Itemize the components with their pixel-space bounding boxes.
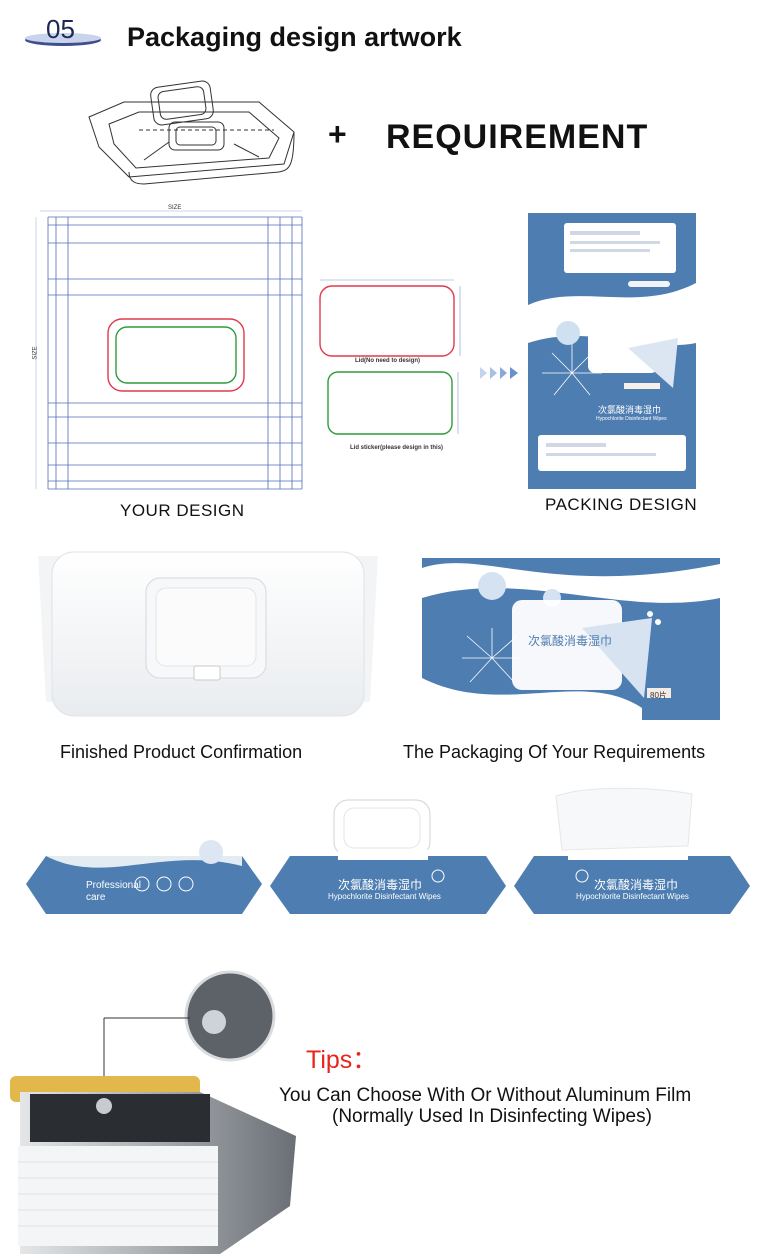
page-title: Packaging design artwork bbox=[127, 22, 462, 52]
requirements-caption: The Packaging Of Your Requirements bbox=[403, 742, 706, 762]
packing-design-flat bbox=[528, 213, 696, 489]
custom-pack-cn-name: 次氯酸消毒湿巾 bbox=[528, 634, 613, 648]
size-marker-left: SIZE bbox=[32, 346, 39, 360]
pack-closed bbox=[24, 826, 264, 941]
lid-sticker-outline bbox=[320, 368, 464, 445]
tips-title: Tips： bbox=[306, 1046, 378, 1074]
packing-en-name: Hypochlorite Disinfectant Wipes bbox=[596, 416, 667, 422]
pack-closed-care: care bbox=[86, 892, 106, 903]
lid-label: Lid(No need to design) bbox=[355, 358, 420, 364]
lid-sticker-label: Lid sticker(please design in this) bbox=[350, 445, 444, 451]
pack-lid-open bbox=[268, 790, 508, 941]
packing-cn-name: 次氯酸消毒湿巾 bbox=[598, 405, 662, 415]
section-number-badge bbox=[22, 16, 104, 50]
tips-line-2: (Normally Used In Disinfecting Wipes) bbox=[332, 1106, 652, 1127]
pack-pulled-en-name: Hypochlorite Disinfectant Wipes bbox=[576, 892, 689, 901]
pack-line-drawing bbox=[84, 72, 304, 197]
requirement-heading: REQUIREMENT bbox=[386, 118, 649, 156]
size-marker-top: SIZE bbox=[168, 205, 182, 211]
pack-closed-professional: Professional bbox=[86, 880, 142, 891]
section-number: 05 bbox=[46, 14, 75, 44]
pack-open-cn-name: 次氯酸消毒湿巾 bbox=[338, 878, 423, 892]
custom-pack-count: 80片 bbox=[650, 691, 667, 700]
pack-open-en-name: Hypochlorite Disinfectant Wipes bbox=[328, 892, 441, 901]
tips-line-1: You Can Choose With Or Without Aluminum … bbox=[279, 1085, 692, 1106]
pack-pulled-cn-name: 次氯酸消毒湿巾 bbox=[594, 878, 679, 892]
white-wipes-pack bbox=[34, 548, 382, 725]
pack-wipe-pulled bbox=[512, 784, 752, 941]
dieline-template bbox=[30, 203, 310, 500]
aluminum-film-pack bbox=[0, 966, 300, 1259]
finished-product-caption: Finished Product Confirmation bbox=[60, 742, 303, 762]
your-design-label: YOUR DESIGN bbox=[120, 501, 245, 520]
packing-design-label: PACKING DESIGN bbox=[545, 495, 698, 514]
plus-sign: + bbox=[328, 116, 347, 152]
custom-printed-pack bbox=[422, 558, 720, 720]
lid-outline bbox=[314, 278, 464, 373]
arrow-right-icon bbox=[478, 365, 522, 386]
